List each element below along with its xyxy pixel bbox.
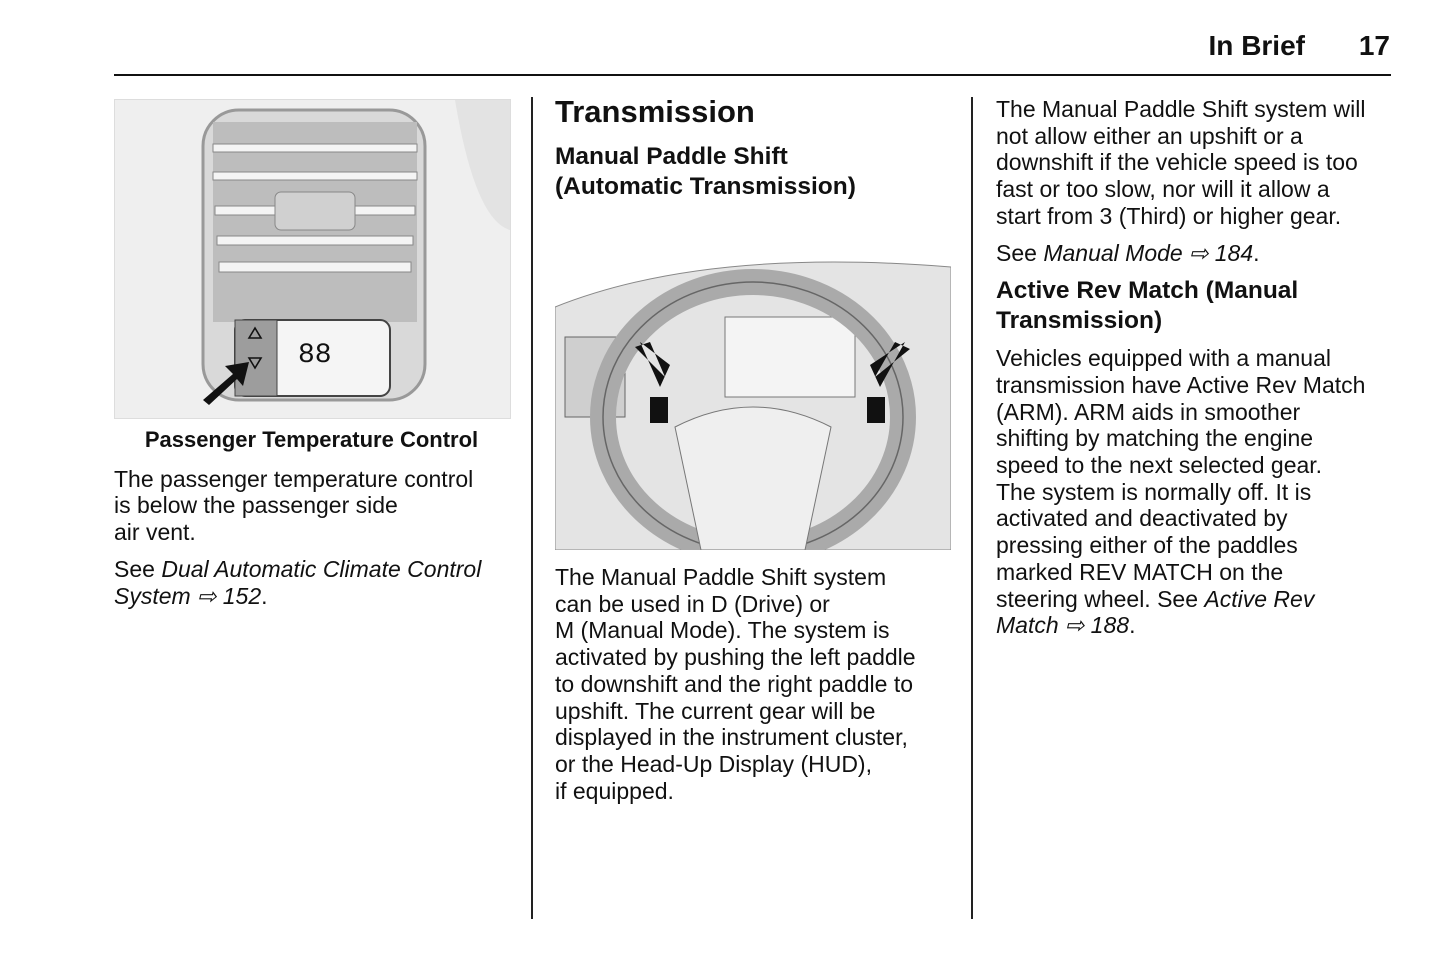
cross-reference-link[interactable]: System ⇨ 152: [114, 582, 262, 609]
text-line: start from 3 (Third) or higher gear.: [996, 203, 1416, 230]
text-line: if equipped.: [555, 778, 955, 805]
text-segment: steering wheel. See: [996, 585, 1205, 612]
text-segment: shifting by matching the engine: [996, 425, 1314, 452]
column-divider: [531, 97, 533, 919]
text-line: transmission have Active Rev Match: [996, 372, 1416, 399]
heading-line: Active Rev Match (Manual: [996, 277, 1299, 305]
text-segment: M (Manual Mode). The system is: [555, 617, 890, 644]
text-line: (ARM). ARM aids in smoother: [996, 399, 1416, 426]
text-line: air vent.: [114, 519, 514, 546]
text-segment: is below the passenger side: [114, 492, 398, 519]
heading-line: (Automatic Transmission): [555, 172, 856, 200]
text-line: speed to the next selected gear.: [996, 452, 1416, 479]
text-segment: pressing either of the paddles: [996, 532, 1298, 559]
text-segment: can be used in D (Drive) or: [555, 590, 830, 617]
text-line: System ⇨ 152.: [114, 583, 514, 610]
text-line: M (Manual Mode). The system is: [555, 617, 955, 644]
text-segment: marked REV MATCH on the: [996, 558, 1284, 585]
text-segment: downshift if the vehicle speed is too: [996, 149, 1358, 176]
text-line: upshift. The current gear will be: [555, 698, 955, 725]
text-line: activated and deactivated by: [996, 505, 1416, 532]
text-line: is below the passenger side: [114, 492, 514, 519]
text-segment: (ARM). ARM aids in smoother: [996, 398, 1301, 425]
text-segment: activated and deactivated by: [996, 505, 1288, 532]
header-rule: [114, 74, 1391, 76]
temperature-display-digits: 88: [298, 340, 332, 371]
heading-line: Transmission): [996, 306, 1163, 334]
text-segment: The system is normally off. It is: [996, 478, 1312, 505]
text-segment: .: [1253, 239, 1260, 266]
text-line: Vehicles equipped with a manual: [996, 345, 1416, 372]
paragraph: See Manual Mode ⇨ 184.: [996, 240, 1416, 267]
text-segment: to downshift and the right paddle to: [555, 670, 914, 697]
cross-reference-link[interactable]: Manual Mode ⇨ 184: [1043, 239, 1254, 266]
text-segment: speed to the next selected gear.: [996, 452, 1323, 479]
text-segment: Dual Automatic Climate Control: [161, 555, 482, 582]
column-divider: [971, 97, 973, 919]
section-title: In Brief: [1208, 30, 1305, 61]
text-line: activated by pushing the left paddle: [555, 644, 955, 671]
text-line: The passenger temperature control: [114, 466, 514, 493]
text-segment: .: [261, 582, 268, 609]
text-segment: See: [996, 239, 1044, 266]
cross-reference-link[interactable]: Match ⇨ 188: [996, 612, 1130, 639]
text-segment: upshift. The current gear will be: [555, 697, 876, 724]
text-line: The system is normally off. It is: [996, 479, 1416, 506]
text-segment: The passenger temperature control: [114, 465, 474, 492]
text-line: or the Head-Up Display (HUD),: [555, 751, 955, 778]
figure-caption: Passenger Temperature Control: [144, 427, 479, 452]
text-segment: air vent.: [114, 519, 196, 546]
text-line: marked REV MATCH on the: [996, 559, 1416, 586]
steering-wheel-paddles-figure: [555, 247, 951, 550]
text-line: to downshift and the right paddle to: [555, 671, 955, 698]
text-segment: Active Rev: [1204, 585, 1315, 612]
text-segment: See: [114, 555, 162, 582]
text-segment: The Manual Paddle Shift system will: [996, 96, 1366, 122]
page-number: 17: [1358, 30, 1390, 61]
text-segment: activated by pushing the left paddle: [555, 644, 916, 671]
passenger-temperature-control-figure: 88: [114, 99, 511, 419]
middle-column: Transmission Manual Paddle Shift (Automa…: [555, 94, 955, 814]
text-line: pressing either of the paddles: [996, 532, 1416, 559]
text-segment: not allow either an upshift or a: [996, 122, 1303, 149]
text-segment: .: [1129, 612, 1136, 639]
text-line: See Manual Mode ⇨ 184.: [996, 240, 1416, 267]
text-line: can be used in D (Drive) or: [555, 591, 955, 618]
text-line: The Manual Paddle Shift system: [555, 564, 955, 591]
text-segment: Vehicles equipped with a manual: [996, 345, 1332, 372]
heading-manual-paddle-shift: Manual Paddle Shift (Automatic Transmiss…: [555, 142, 955, 201]
text-line: displayed in the instrument cluster,: [555, 724, 955, 751]
text-segment: fast or too slow, nor will it allow a: [996, 176, 1330, 203]
text-line: Match ⇨ 188.: [996, 612, 1416, 639]
heading-line: Manual Paddle Shift: [555, 143, 788, 170]
text-segment: if equipped.: [555, 777, 674, 804]
heading-active-rev-match: Active Rev Match (Manual Transmission): [996, 276, 1416, 335]
text-line: not allow either an upshift or a: [996, 123, 1416, 150]
text-line: fast or too slow, nor will it allow a: [996, 176, 1416, 203]
text-segment: transmission have Active Rev Match: [996, 371, 1366, 398]
left-column: 88 Passenger Temperature Control The pas…: [114, 99, 514, 619]
heading-transmission: Transmission: [555, 94, 755, 129]
text-segment: or the Head-Up Display (HUD),: [555, 750, 872, 777]
text-line: downshift if the vehicle speed is too: [996, 149, 1416, 176]
text-line: See Dual Automatic Climate Control: [114, 556, 514, 583]
text-line: shifting by matching the engine: [996, 425, 1416, 452]
text-segment: displayed in the instrument cluster,: [555, 724, 908, 751]
text-segment: start from 3 (Third) or higher gear.: [996, 202, 1342, 229]
text-segment: The Manual Paddle Shift system: [555, 564, 887, 590]
text-line: The Manual Paddle Shift system will: [996, 96, 1416, 123]
text-line: steering wheel. See Active Rev: [996, 586, 1416, 613]
